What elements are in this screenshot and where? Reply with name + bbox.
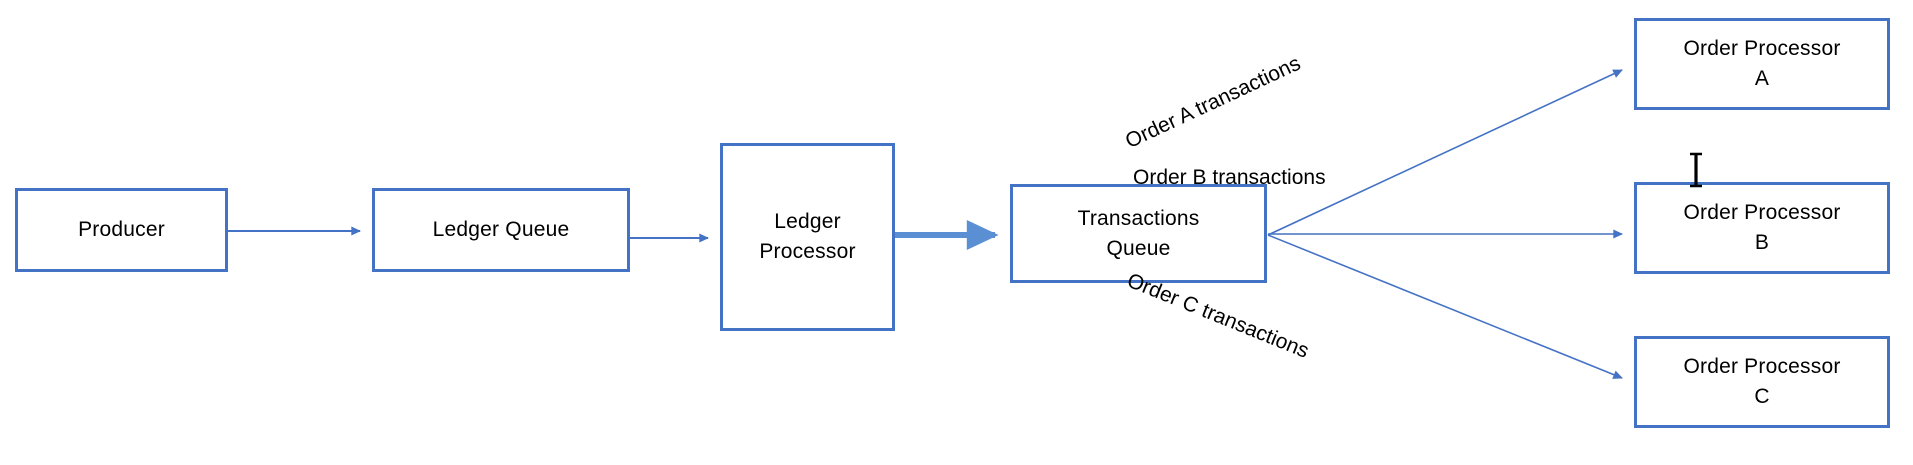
node-ledger-processor[interactable]: Ledger Processor [720, 143, 895, 331]
node-order-processor-b[interactable]: Order Processor B [1634, 182, 1890, 274]
node-transactions-queue[interactable]: Transactions Queue [1010, 184, 1267, 283]
node-order-processor-c-label: Order Processor C [1683, 355, 1841, 408]
node-order-processor-b-label: Order Processor B [1683, 201, 1841, 254]
edge-transactions-to-order-c [1267, 234, 1623, 379]
node-ledger-processor-label: Ledger Processor [759, 210, 856, 263]
node-transactions-queue-label: Transactions Queue [1077, 206, 1200, 260]
node-ledger-queue[interactable]: Ledger Queue [372, 188, 630, 272]
node-order-processor-a-label: Order Processor A [1683, 37, 1841, 90]
node-producer[interactable]: Producer [15, 188, 228, 272]
node-producer-label: Producer [78, 218, 165, 242]
edge-label-order-b-transactions: Order B transactions [1133, 166, 1326, 190]
node-order-processor-c[interactable]: Order Processor C [1634, 336, 1890, 428]
edge-transactions-to-order-a [1267, 69, 1623, 236]
edge-label-order-b-text: Order B transactions [1133, 166, 1326, 189]
node-ledger-queue-label: Ledger Queue [432, 218, 570, 242]
node-order-processor-a[interactable]: Order Processor A [1634, 18, 1890, 110]
